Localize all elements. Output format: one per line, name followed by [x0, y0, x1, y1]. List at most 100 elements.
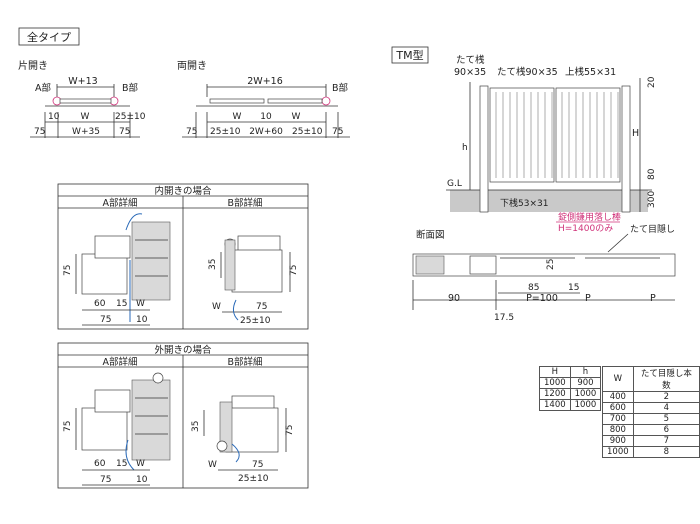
single-part-b: B部 — [122, 82, 138, 94]
w-table-cell: 8 — [632, 446, 700, 458]
outward-a-d75: 75 — [100, 475, 111, 485]
outward-title: 外開きの場合 — [154, 344, 212, 356]
outward-a-d10: 10 — [136, 475, 148, 485]
inward-a-w: W — [136, 299, 145, 309]
elev-note2: H=1400のみ — [558, 223, 613, 234]
section-hidden: たて目隠し — [630, 223, 675, 235]
outward-a-w: W — [136, 459, 145, 469]
section-p2: P — [650, 293, 656, 304]
w-table-cell: 800 — [602, 424, 634, 436]
outward-b-h75: 75 — [285, 425, 295, 436]
section-d90: 90 — [448, 293, 460, 304]
w-table-cell: 4 — [632, 402, 700, 414]
w-table-cell: 5 — [632, 413, 700, 425]
h-table-cell: 1000 — [539, 377, 571, 389]
section-p1: P — [585, 293, 591, 304]
single-dim-w35: W+35 — [72, 127, 100, 137]
h-table-cell: 900 — [569, 377, 602, 389]
outward-b-w: W — [208, 460, 217, 470]
elev-d20: 20 — [647, 76, 657, 88]
elev-gl: G.L — [447, 179, 462, 189]
h-table-cell: 1400 — [539, 399, 571, 411]
inward-a-title: A部詳細 — [103, 197, 138, 209]
elev-d80: 80 — [647, 168, 657, 180]
inward-a-d75: 75 — [100, 315, 111, 325]
single-dim-10: 10 — [48, 112, 60, 122]
inward-b-title: B部詳細 — [227, 197, 262, 209]
w-table-cell: 6 — [632, 424, 700, 436]
gate-slats — [495, 92, 619, 178]
outward-a-title: A部詳細 — [103, 356, 138, 368]
w-table-header: W — [602, 366, 634, 392]
w-table-header: たて目隠し本数 — [632, 366, 700, 392]
elev-H: H — [632, 128, 639, 139]
outward-a-d60: 60 — [94, 459, 106, 469]
inward-b-w: W — [212, 302, 221, 312]
single-top-dim: W+13 — [68, 76, 97, 87]
w-table-cell: 2 — [632, 391, 700, 403]
h-table-cell: 1000 — [569, 399, 602, 411]
double-part-b: B部 — [332, 82, 348, 94]
elev-bottom-rail: 下桟53×31 — [500, 197, 548, 209]
all-type-label: 全タイプ — [27, 30, 71, 44]
double-top-dim: 2W+16 — [247, 76, 283, 87]
double-dim-w-right: W — [292, 112, 301, 122]
gate-elevation: たて桟 90×35 たて桟90×35 上桟55×31 G.L h 20 H 80… — [446, 54, 657, 234]
outward-a-h75: 75 — [63, 421, 73, 432]
w-table-cell: 1000 — [602, 446, 634, 458]
elev-h-small: h — [462, 143, 468, 153]
tm-type-label: TM型 — [395, 48, 423, 62]
single-part-a: A部 — [35, 82, 51, 94]
outward-b-title: B部詳細 — [227, 356, 262, 368]
double-dim-2w60: 2W+60 — [249, 127, 283, 137]
ground-band — [450, 190, 648, 212]
section-d175: 17.5 — [494, 313, 514, 323]
w-table-cell: 900 — [602, 435, 634, 447]
elev-d300: 300 — [647, 191, 657, 208]
outward-b-h35: 35 — [191, 421, 201, 432]
section-title: 断面図 — [416, 229, 445, 241]
h-table-header: h — [569, 366, 602, 378]
single-title: 片開き — [18, 59, 48, 72]
w-table-cell: 400 — [602, 391, 634, 403]
outward-b-d25: 25±10 — [238, 474, 269, 484]
inward-b-h35: 35 — [208, 259, 218, 270]
double-plan-view: 両開き 2W+16 B部 W 10 W 75 25±10 2W+60 25±10… — [177, 60, 350, 138]
double-dim-10: 10 — [260, 112, 272, 122]
inward-b-d25: 25±10 — [240, 316, 271, 326]
section-d85: 85 — [528, 283, 539, 293]
h-table-cell: 1000 — [569, 388, 602, 400]
w-table-cell: 600 — [602, 402, 634, 414]
inward-a-d60: 60 — [94, 299, 106, 309]
inward-a-h75: 75 — [63, 265, 73, 276]
outward-detail: 外開きの場合 A部詳細 B部詳細 75 60 15 W 75 10 35 75 … — [57, 342, 309, 489]
single-dim-w: W — [81, 112, 90, 122]
double-dim-75-left: 75 — [186, 127, 197, 137]
double-dim-w-left: W — [233, 112, 242, 122]
double-title: 両開き — [177, 60, 207, 72]
single-plan-view: 片開き A部 B部 W+13 10 W 25±10 75 W+35 75 — [18, 59, 146, 138]
single-dim-75-right: 75 — [119, 127, 130, 137]
inward-a-d10: 10 — [136, 315, 148, 325]
elev-stile2: たて桟90×35 — [497, 66, 558, 78]
w-table-cell: 700 — [602, 413, 634, 425]
double-dim-25-right: 25±10 — [292, 127, 323, 137]
w-table-cell: 7 — [632, 435, 700, 447]
outward-a-d15: 15 — [116, 459, 127, 469]
h-table-cell: 1200 — [539, 388, 571, 400]
double-dim-25-left: 25±10 — [210, 127, 241, 137]
elev-stile-size: 90×35 — [454, 67, 486, 78]
tm-type-label-box — [391, 46, 429, 64]
h-table-header: H — [539, 366, 571, 378]
